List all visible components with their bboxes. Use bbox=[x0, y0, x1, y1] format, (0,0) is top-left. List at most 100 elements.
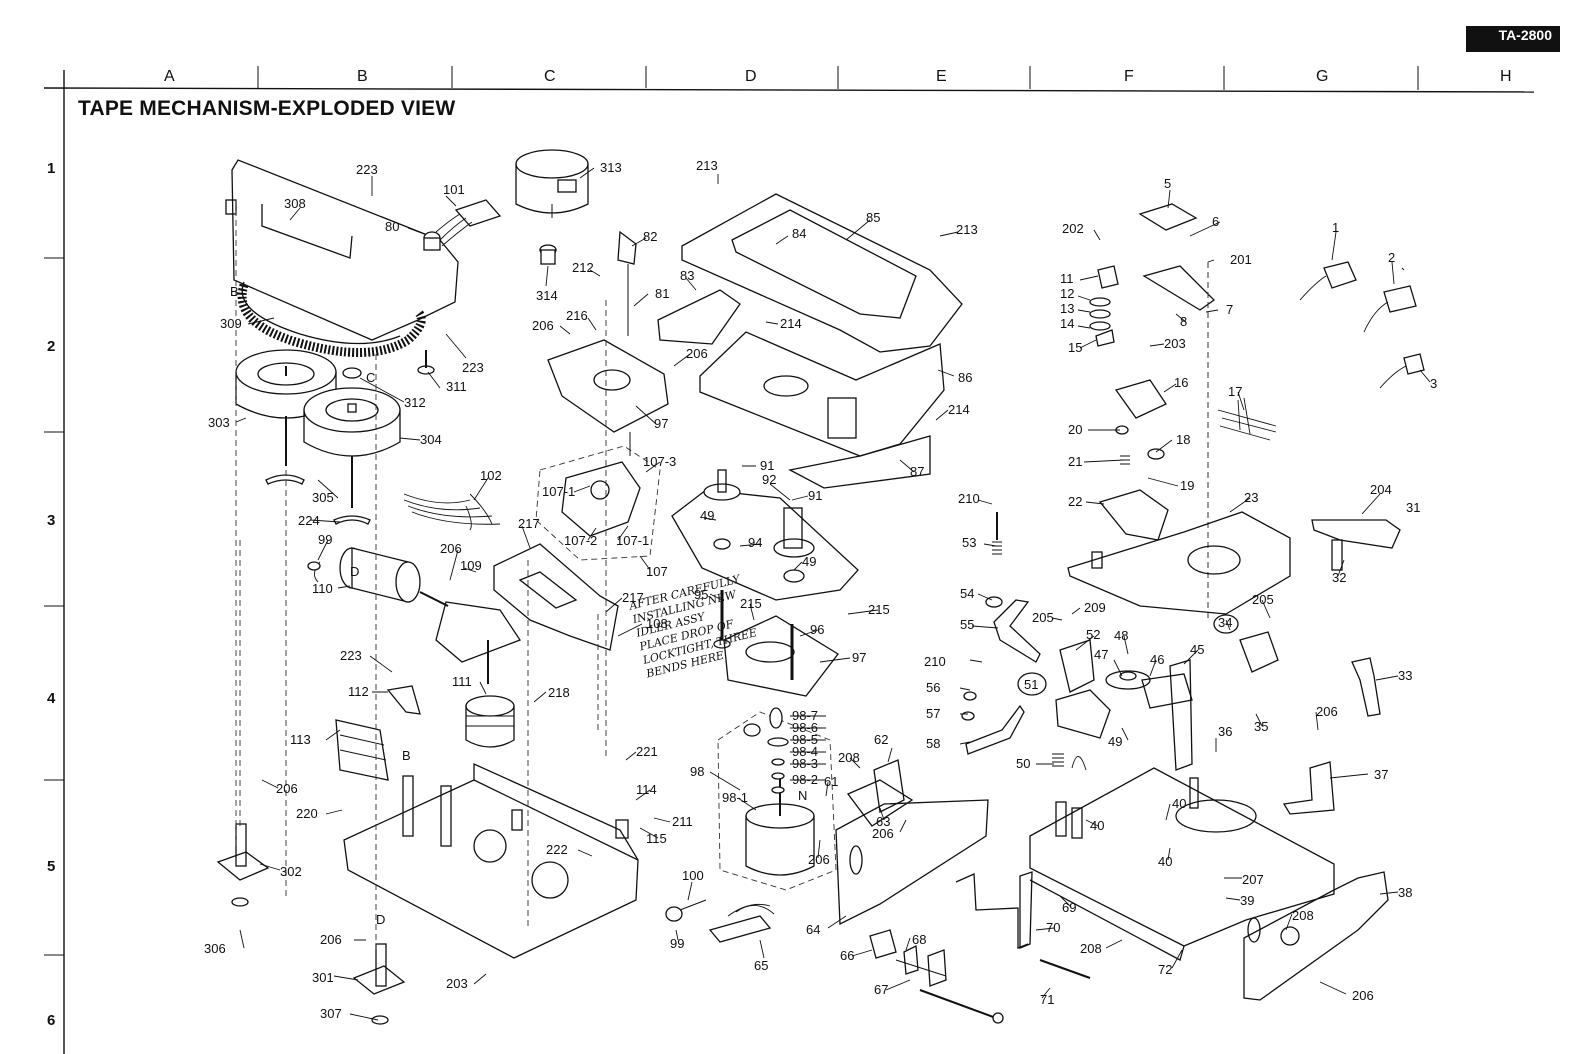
part-label: 214 bbox=[948, 402, 970, 417]
part-label: 98-3 bbox=[792, 756, 818, 771]
reference-letter: C bbox=[366, 370, 375, 385]
part-label: 36 bbox=[1218, 724, 1232, 739]
cassette-holder-85 bbox=[681, 193, 963, 353]
part-label: 32 bbox=[1332, 570, 1346, 585]
part-label: 311 bbox=[446, 379, 467, 394]
part-label: 224 bbox=[298, 513, 320, 528]
wire-harness-102 bbox=[403, 493, 501, 531]
part-label: 17 bbox=[1228, 384, 1242, 399]
flywheel-111 bbox=[465, 695, 515, 748]
connector-101 bbox=[435, 199, 502, 247]
part-label: 16 bbox=[1174, 375, 1188, 390]
part-label: 67 bbox=[874, 982, 888, 997]
part-label: 208 bbox=[1292, 908, 1314, 923]
grid-column-a: A bbox=[164, 68, 175, 85]
part-label: 71 bbox=[1040, 992, 1054, 1007]
pulley-80 bbox=[423, 231, 441, 251]
part-label: 206 bbox=[320, 932, 342, 947]
part-label: 110 bbox=[312, 581, 333, 596]
plate-217 bbox=[493, 543, 619, 651]
part-label: 49 bbox=[700, 508, 714, 523]
part-label: 314 bbox=[536, 288, 558, 303]
part-label: 82 bbox=[643, 229, 657, 244]
part-label: 40 bbox=[1158, 854, 1172, 869]
part-label: 2 bbox=[1388, 250, 1395, 265]
bracket-37 bbox=[1282, 761, 1335, 815]
part-label: 22 bbox=[1068, 494, 1082, 509]
part-label: 51 bbox=[1024, 677, 1038, 692]
bracket-97 bbox=[547, 339, 669, 456]
part-label: 62 bbox=[874, 732, 888, 747]
part-label: 39 bbox=[1240, 893, 1254, 908]
part-label: 19 bbox=[1180, 478, 1194, 493]
base-chassis-right bbox=[1029, 767, 1335, 961]
reference-letter: B bbox=[230, 284, 239, 299]
part-label: 213 bbox=[696, 158, 718, 173]
part-label: 84 bbox=[792, 226, 806, 241]
part-label: 223 bbox=[340, 648, 362, 663]
part-label: 14 bbox=[1060, 316, 1074, 331]
part-label: 64 bbox=[806, 922, 820, 937]
grid-row-6: 6 bbox=[47, 1012, 56, 1029]
part-label: 50 bbox=[1016, 756, 1030, 771]
part-label: 206 bbox=[440, 541, 462, 556]
part-label: 35 bbox=[1254, 719, 1268, 734]
part-label: 215 bbox=[868, 602, 890, 617]
part-label: 52 bbox=[1086, 627, 1100, 642]
part-label: 65 bbox=[754, 958, 768, 973]
part-label: 85 bbox=[866, 210, 880, 225]
part-label: 98-1 bbox=[722, 790, 748, 805]
grid-column-d: D bbox=[745, 68, 757, 85]
part-label: 66 bbox=[840, 948, 854, 963]
reference-letter: D bbox=[350, 564, 359, 579]
part-label: 69 bbox=[1062, 900, 1076, 915]
part-label: 206 bbox=[686, 346, 708, 361]
motor-bracket-109 bbox=[435, 601, 521, 684]
lever-62 bbox=[846, 759, 914, 827]
part-label: 214 bbox=[780, 316, 802, 331]
part-label: 3 bbox=[1430, 376, 1437, 391]
base-chassis-left bbox=[343, 762, 639, 959]
part-label: 215 bbox=[740, 596, 762, 611]
part-label: 113 bbox=[290, 732, 311, 747]
part-label: 31 bbox=[1406, 500, 1420, 515]
pulley-bracket-96 bbox=[723, 615, 839, 697]
part-label: 48 bbox=[1114, 628, 1128, 643]
grid-column-c: C bbox=[544, 68, 556, 85]
part-label: 208 bbox=[1080, 941, 1102, 956]
part-label: 58 bbox=[926, 736, 940, 751]
part-label: 206 bbox=[808, 852, 830, 867]
part-label: 109 bbox=[460, 558, 482, 573]
part-label: 98-4 bbox=[792, 744, 818, 759]
pulley-314 bbox=[539, 244, 557, 265]
part-label: 94 bbox=[748, 535, 762, 550]
part-label: 308 bbox=[284, 196, 306, 211]
grid-row-4: 4 bbox=[47, 690, 56, 707]
reel-table-303 bbox=[235, 349, 337, 466]
part-label: 20 bbox=[1068, 422, 1082, 437]
part-label: 7 bbox=[1226, 302, 1233, 317]
bracket-83 bbox=[657, 289, 741, 345]
plug-99 bbox=[307, 561, 707, 922]
part-label: 6 bbox=[1212, 214, 1219, 229]
part-label: 57 bbox=[926, 706, 940, 721]
part-label: 223 bbox=[462, 360, 484, 375]
part-label: 217 bbox=[622, 590, 644, 605]
part-label: 107-2 bbox=[564, 533, 597, 548]
part-label: 102 bbox=[480, 468, 502, 483]
motor-110 bbox=[314, 547, 449, 607]
head-bracket-22 bbox=[1098, 425, 1169, 541]
part-label: 99 bbox=[670, 936, 684, 951]
lever-112 bbox=[386, 685, 421, 715]
part-label: 213 bbox=[956, 222, 978, 237]
part-label: 91 bbox=[808, 488, 822, 503]
part-label: 72 bbox=[1158, 962, 1172, 977]
part-label: 205 bbox=[1252, 592, 1274, 607]
part-label: 111 bbox=[452, 674, 472, 689]
part-label: 303 bbox=[208, 415, 230, 430]
part-label: 68 bbox=[912, 932, 926, 947]
cover-plate-87 bbox=[788, 435, 931, 489]
part-label: 222 bbox=[546, 842, 568, 857]
spring-washers-12-14 bbox=[1089, 297, 1115, 347]
